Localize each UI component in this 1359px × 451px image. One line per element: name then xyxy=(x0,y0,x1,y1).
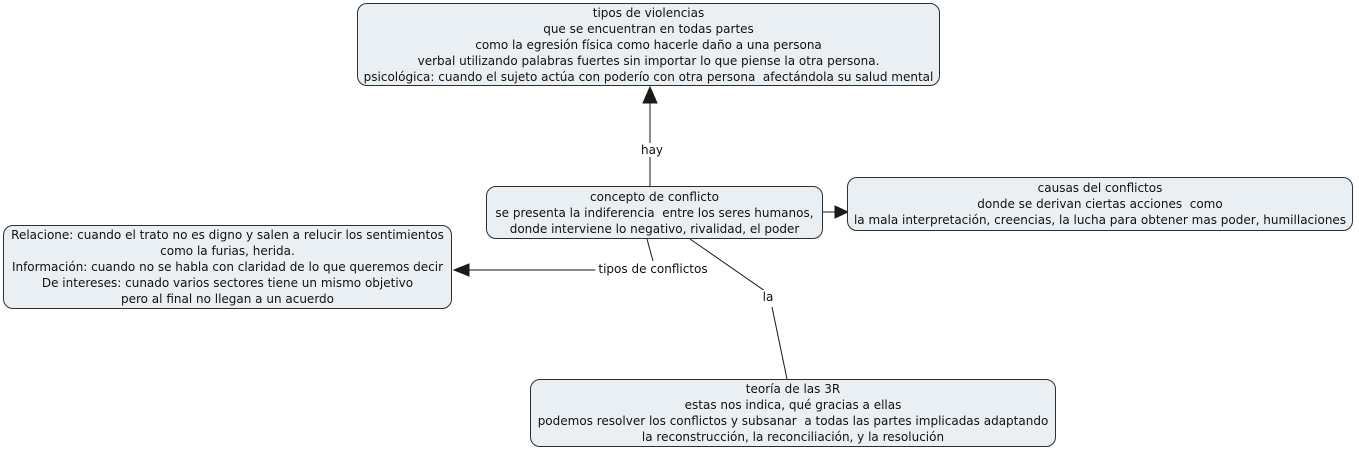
node-text-line: pero al final no llegan a un acuerdo xyxy=(120,292,334,306)
node-text-line: estas nos indica, qué gracias a ellas xyxy=(684,398,902,412)
node-text-line: como la egresión física como hacerle dañ… xyxy=(475,37,822,52)
arrowhead-left-types xyxy=(452,263,470,277)
link-label-hay[interactable]: hay xyxy=(637,143,667,157)
node-text-line: teoría de las 3R xyxy=(745,382,841,396)
link-label-tipos-de-conflictos[interactable]: tipos de conflictos xyxy=(595,262,711,276)
line-concept-to-tipos-label xyxy=(646,238,654,262)
node-text-line: la reconstrucción, la reconciliación, y … xyxy=(641,430,945,444)
node-text-line: tipos de violencias xyxy=(592,5,705,20)
link-label-la[interactable]: la xyxy=(759,290,777,304)
node-text-line: la mala interpretación, creencias, la lu… xyxy=(853,213,1347,227)
node-text-line: Información: cuando no se habla con clar… xyxy=(11,260,444,274)
arrowhead-up-violence xyxy=(642,85,658,104)
node-text-line: donde interviene lo negativo, rivalidad,… xyxy=(509,221,800,236)
node-tipos-de-conflictos[interactable]: Relacione: cuando el trato no es digno y… xyxy=(3,225,452,309)
node-text-line: causas del conflictos xyxy=(1037,181,1163,195)
node-teoria-de-las-3r[interactable]: teoría de las 3R estas nos indica, qué g… xyxy=(530,379,1056,447)
node-tipos-de-violencias[interactable]: tipos de violencias que se encuentran en… xyxy=(357,3,940,86)
arrowhead-right-causes xyxy=(834,205,850,219)
node-text-line: donde se derivan ciertas acciones como xyxy=(977,197,1223,211)
node-text-line: concepto de conflicto xyxy=(590,189,719,204)
line-concept-to-la-label xyxy=(689,238,766,292)
node-text-line: se presenta la indiferencia entre los se… xyxy=(495,205,814,220)
node-causas-del-conflictos[interactable]: causas del conflictos donde se derivan c… xyxy=(847,177,1353,231)
node-text-line: psicológica: cuando el sujeto actúa con … xyxy=(363,69,934,84)
node-text-line: como la furias, herida. xyxy=(160,244,295,258)
node-text-line: De intereses: cunado varios sectores tie… xyxy=(41,276,414,290)
line-la-to-3r-node xyxy=(771,306,788,380)
node-concepto-de-conflicto[interactable]: concepto de conflicto se presenta la ind… xyxy=(486,186,823,239)
node-text-line: que se encuentran en todas partes xyxy=(543,21,754,36)
node-text-line: podemos resolver los conflictos y subsan… xyxy=(537,414,1049,428)
node-text-line: Relacione: cuando el trato no es digno y… xyxy=(11,228,444,242)
node-text-line: verbal utilizando palabras fuertes sin i… xyxy=(417,53,880,68)
